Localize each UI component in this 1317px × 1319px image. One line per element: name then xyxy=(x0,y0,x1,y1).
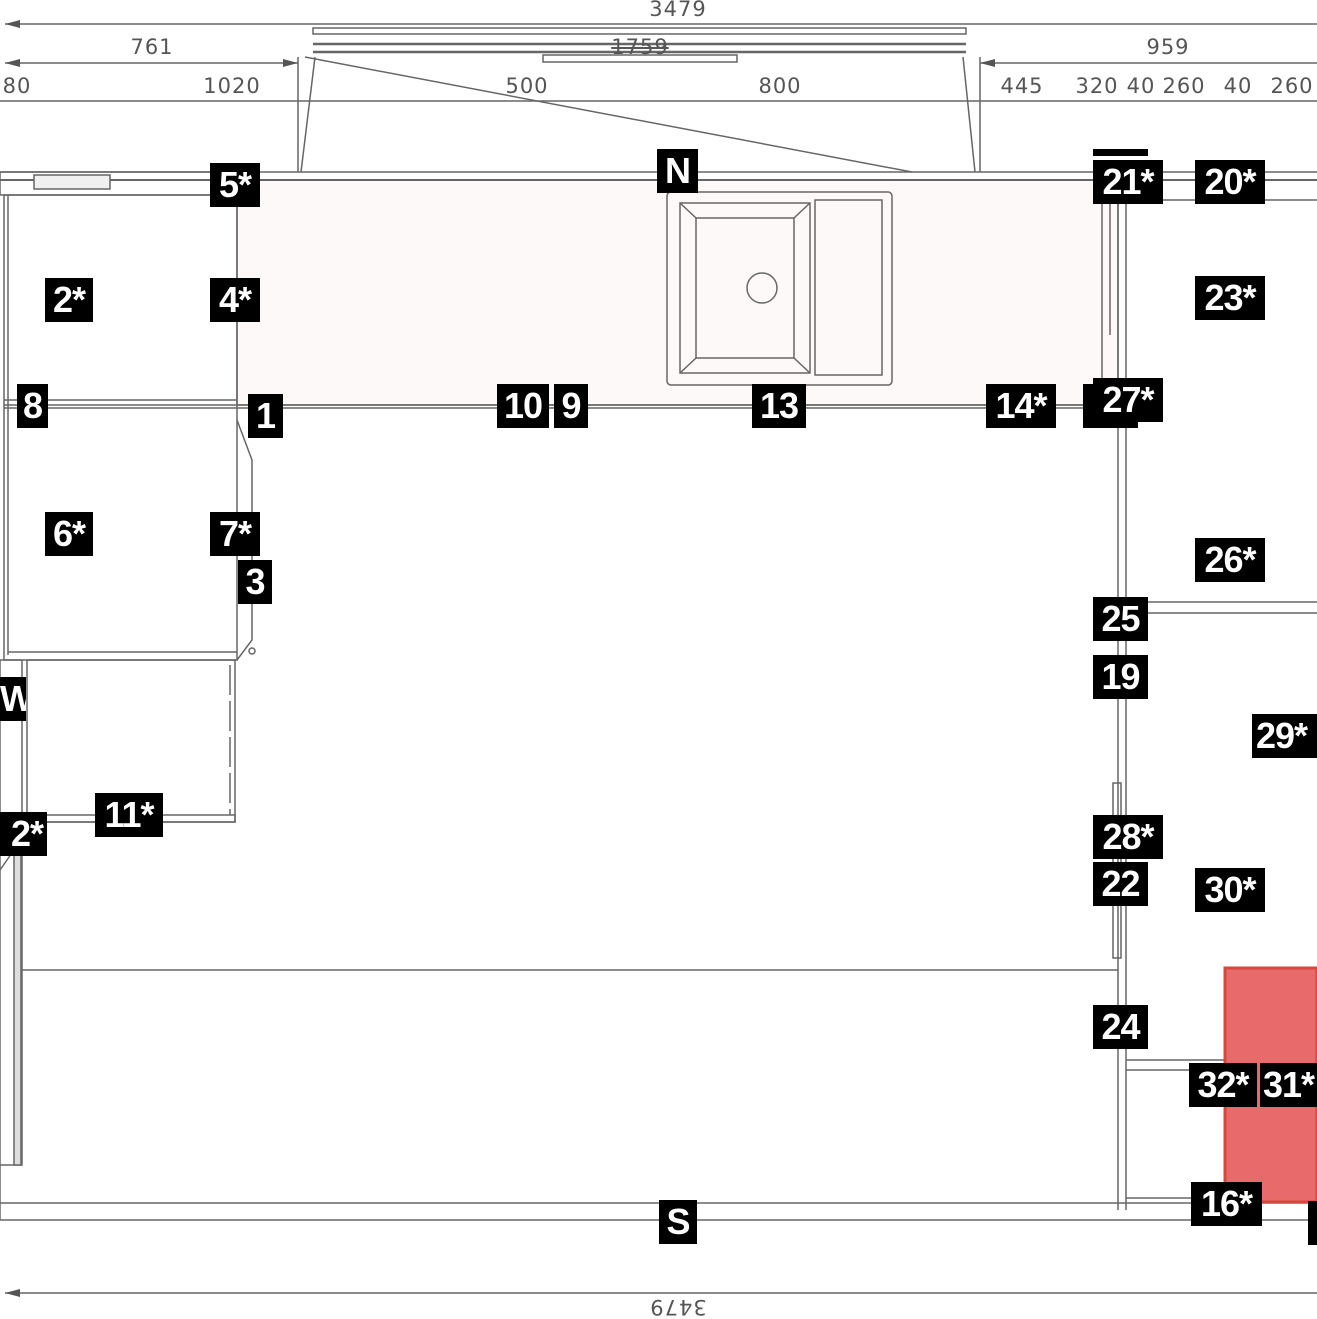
dimension-bottom-total: 3479 xyxy=(649,1295,707,1319)
dimension-800: 800 xyxy=(758,74,802,98)
unit-label-11[interactable]: 11* xyxy=(95,793,163,837)
compass-south: S xyxy=(659,1200,697,1244)
unit-label-21[interactable]: 21* xyxy=(1093,160,1163,204)
unit-label-edge xyxy=(1308,1201,1317,1245)
unit-label-28[interactable]: 28* xyxy=(1093,815,1163,859)
unit-label-5[interactable]: 5* xyxy=(210,163,260,207)
dimension-1759: 1759 xyxy=(611,35,669,59)
compass-west: W xyxy=(0,677,26,721)
unit-label-3[interactable]: 3 xyxy=(238,560,272,604)
dimension-320: 320 xyxy=(1075,74,1119,98)
unit-label-23[interactable]: 23* xyxy=(1195,276,1265,320)
dimension-959: 959 xyxy=(1146,35,1190,59)
unit-label-26[interactable]: 26* xyxy=(1195,538,1265,582)
unit-label-9[interactable]: 9 xyxy=(554,384,588,428)
dimension-260b: 260 xyxy=(1270,74,1314,98)
unit-label-8[interactable]: 8 xyxy=(17,384,48,428)
unit-label-31[interactable]: 31* xyxy=(1260,1063,1317,1107)
dimension-761: 761 xyxy=(130,35,174,59)
unit-label-19[interactable]: 19 xyxy=(1093,655,1148,699)
unit-label-14[interactable]: 14* xyxy=(986,384,1056,428)
unit-label-20[interactable]: 20* xyxy=(1195,160,1265,204)
compass-north: N xyxy=(657,149,698,193)
unit-label-1[interactable]: 1 xyxy=(248,394,283,438)
unit-label-2[interactable]: 2* xyxy=(45,278,93,322)
dimension-1020: 1020 xyxy=(203,74,261,98)
dimension-40a: 40 xyxy=(1126,74,1156,98)
unit-label-29[interactable]: 29* xyxy=(1252,714,1317,758)
unit-label-4[interactable]: 4* xyxy=(210,278,260,322)
unit-label-24[interactable]: 24 xyxy=(1093,1005,1148,1049)
dimension-445: 445 xyxy=(1000,74,1044,98)
countertop xyxy=(236,179,1119,406)
unit-label-6[interactable]: 6* xyxy=(45,512,93,556)
unit-label-10[interactable]: 10 xyxy=(497,384,549,428)
unit-label-7[interactable]: 7* xyxy=(210,512,260,556)
unit-label-13[interactable]: 13 xyxy=(752,384,806,428)
dimension-260a: 260 xyxy=(1162,74,1206,98)
unit-label-16[interactable]: 16* xyxy=(1191,1182,1262,1226)
dimension-top-total: 3479 xyxy=(649,0,707,21)
dimension-80: 80 xyxy=(2,74,32,98)
unit-label-32[interactable]: 32* xyxy=(1189,1063,1257,1107)
unit-label-12[interactable]: 2* xyxy=(0,812,47,856)
unit-label-30[interactable]: 30* xyxy=(1195,868,1265,912)
dimension-40b: 40 xyxy=(1223,74,1253,98)
unit-label-22[interactable]: 22 xyxy=(1093,862,1148,906)
unit-label-25[interactable]: 25 xyxy=(1093,597,1148,641)
dimension-500: 500 xyxy=(505,74,549,98)
unit-label-27[interactable]: 27* xyxy=(1093,378,1163,422)
